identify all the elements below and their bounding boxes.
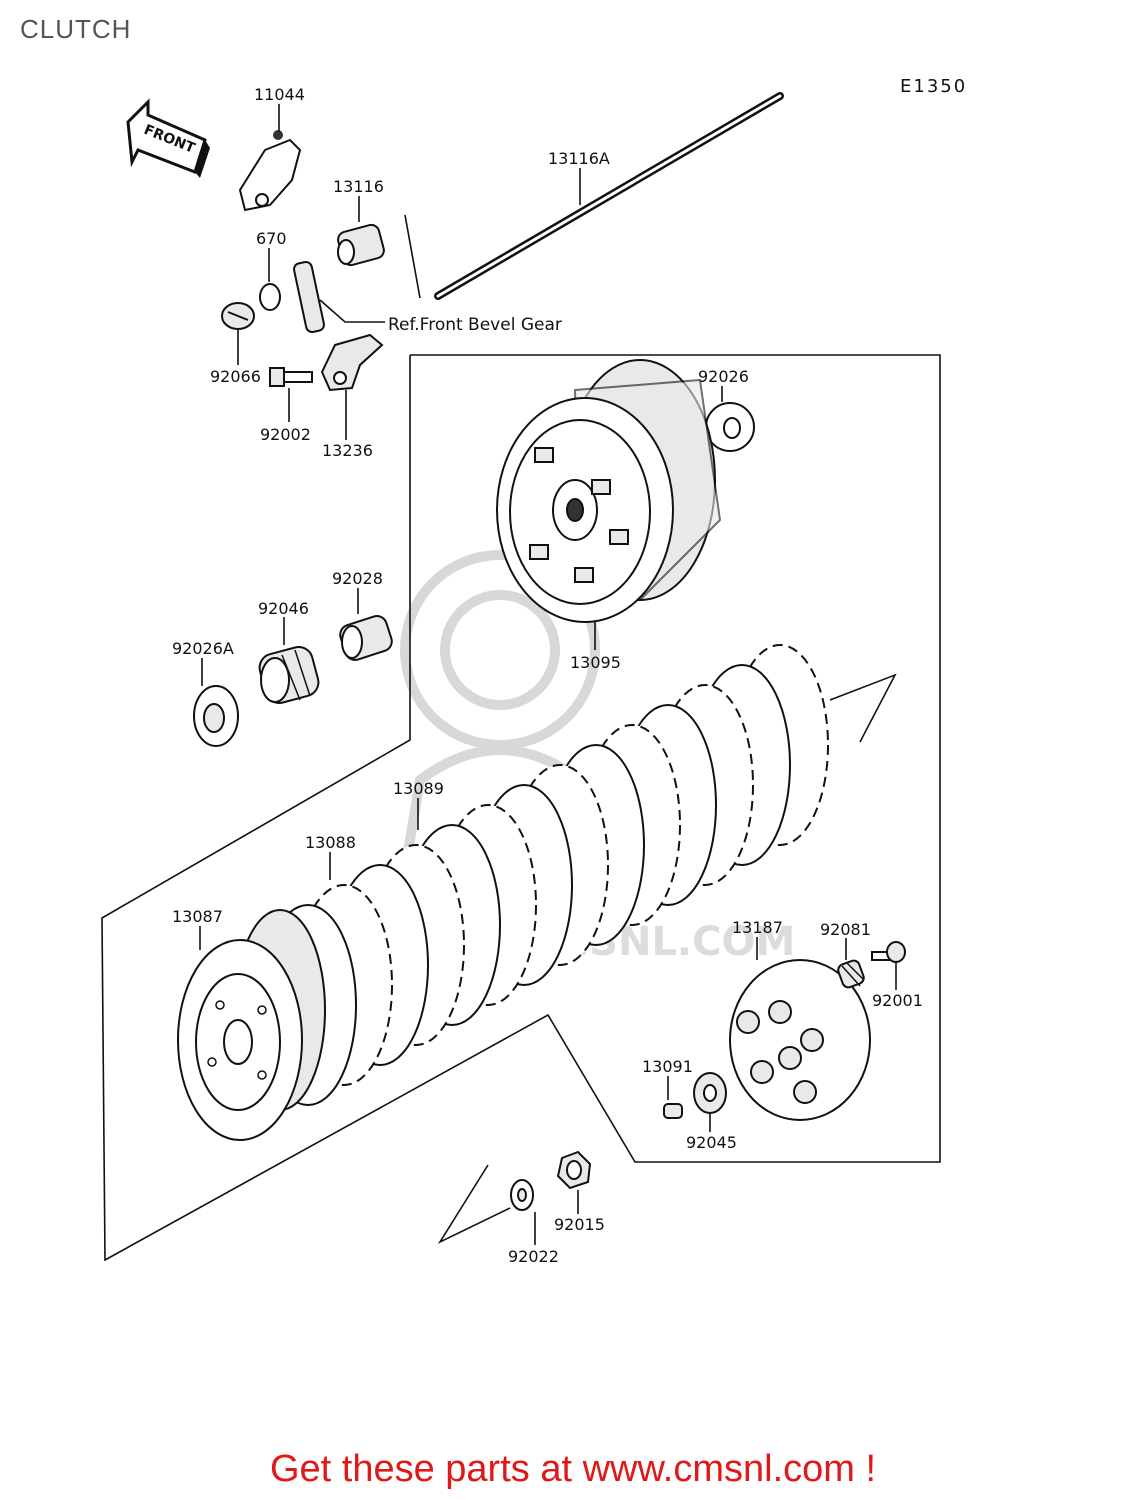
part-label-13236: 13236 — [322, 441, 373, 460]
part-label-13088: 13088 — [305, 833, 356, 852]
part-label-13187: 13187 — [732, 918, 783, 937]
plug-92066-part — [221, 302, 255, 330]
part-label-13091: 13091 — [642, 1057, 693, 1076]
part-label-13116: 13116 — [333, 177, 384, 196]
oring-670-part — [259, 283, 281, 311]
pressure-plate-13187-part — [729, 959, 871, 1121]
part-label-92026A: 92026A — [172, 639, 234, 658]
pushpiece-13091-part — [663, 1103, 683, 1119]
washer-92022-part — [510, 1179, 534, 1211]
front-arrow-icon — [126, 98, 210, 178]
boundary-line-upper — [101, 354, 941, 1262]
part-label-92015: 92015 — [554, 1215, 605, 1234]
part-label-92046: 92046 — [258, 599, 309, 618]
washer-92026-part — [705, 402, 755, 452]
needle-bearing-92046-part — [258, 646, 320, 704]
clutch-housing-13095-part — [496, 359, 722, 623]
part-label-92002: 92002 — [260, 425, 311, 444]
part-label-670: 670 — [256, 229, 287, 248]
sleeve-13116-part — [337, 223, 385, 267]
page-title: CLUTCH — [20, 14, 132, 44]
sleeve-92028-part — [339, 615, 393, 661]
reference-note: Ref.Front Bevel Gear — [388, 315, 562, 335]
ball-bearing-92045-part — [693, 1072, 727, 1114]
bevel-shaft-part — [293, 261, 325, 333]
part-label-11044: 11044 — [254, 85, 305, 104]
clutch-hub-13087-part — [177, 909, 326, 1141]
lever-13236-part — [320, 333, 384, 392]
part-label-92081: 92081 — [820, 920, 871, 939]
bracket-11044-part — [238, 130, 302, 212]
bolt-92002-part — [269, 367, 313, 387]
boundary-line-short — [404, 214, 421, 299]
pushrod-13116A-part — [434, 92, 784, 300]
nut-92015-part — [556, 1150, 592, 1190]
diagram-code: E1350 — [900, 76, 967, 97]
part-label-13089: 13089 — [393, 779, 444, 798]
part-label-92022: 92022 — [508, 1247, 559, 1266]
part-label-13116A: 13116A — [548, 149, 610, 168]
bolt-92001-part — [871, 941, 906, 963]
part-label-13087: 13087 — [172, 907, 223, 926]
part-label-92066: 92066 — [210, 367, 261, 386]
part-label-92001: 92001 — [872, 991, 923, 1010]
part-label-92026: 92026 — [698, 367, 749, 386]
washer-92026A-part — [193, 685, 239, 747]
spring-92081-part — [837, 959, 865, 989]
part-label-13095: 13095 — [570, 653, 621, 672]
part-label-92028: 92028 — [332, 569, 383, 588]
footer-cta-link[interactable]: Get these parts at www.cmsnl.com ! — [269, 1448, 877, 1490]
part-label-92045: 92045 — [686, 1133, 737, 1152]
